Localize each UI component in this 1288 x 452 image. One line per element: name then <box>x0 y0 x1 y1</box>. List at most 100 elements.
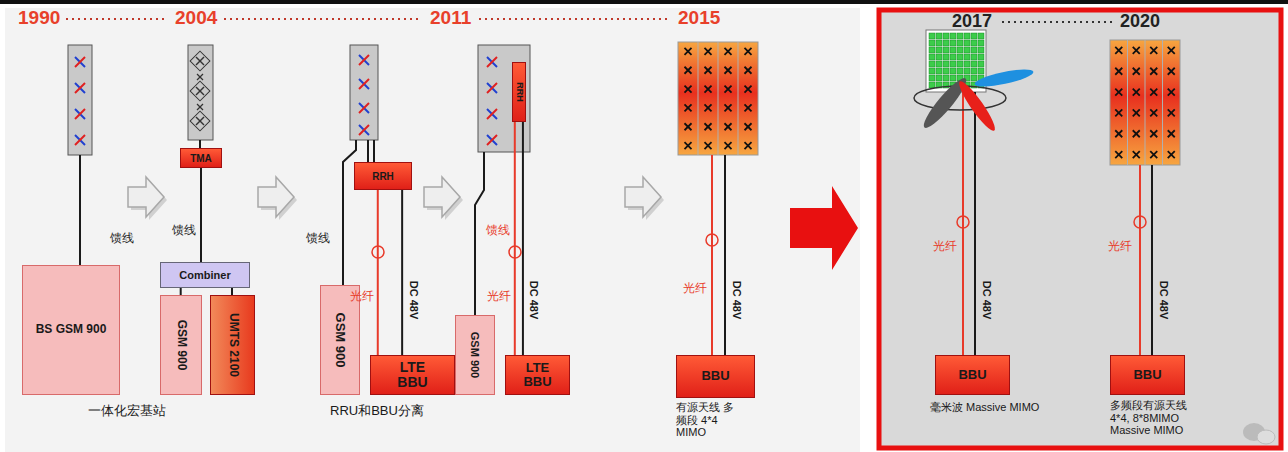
dipole-mark <box>359 125 369 135</box>
node-text: BS GSM 900 <box>36 323 107 336</box>
column-divider <box>718 42 719 155</box>
dipole-mark <box>75 109 85 119</box>
node-text: BBU <box>958 368 986 382</box>
year-label: 2017 <box>952 11 992 32</box>
dipole-mark <box>1150 89 1157 96</box>
column-divider <box>1162 40 1163 165</box>
dipole-mark <box>705 67 712 74</box>
dipole-mark <box>75 83 85 93</box>
array-element <box>964 40 970 46</box>
dipole-mark <box>75 135 85 145</box>
array-element <box>957 33 963 39</box>
stage-caption: 多频段有源天线 4*4, 8*8MIMO Massive MIMO <box>1110 399 1205 437</box>
node-text: RRH <box>372 171 394 182</box>
jumper-line <box>373 140 375 162</box>
combiner-box: Combiner <box>160 262 250 288</box>
stage-caption: 毫米波 Massive MIMO <box>930 401 1039 414</box>
dipole-diamond <box>190 111 210 131</box>
array-element <box>971 40 977 46</box>
dotted-line <box>66 18 166 20</box>
column-divider <box>738 42 739 155</box>
feeder-line <box>475 152 484 315</box>
dipole-mark <box>196 117 204 125</box>
dipole-mark <box>685 48 692 55</box>
array-element <box>929 54 935 60</box>
dipole-mark <box>705 123 712 130</box>
array-element <box>943 33 949 39</box>
node-text: GSM 900 <box>469 332 481 378</box>
dipole-mark <box>197 104 203 110</box>
dipole-mark <box>1133 89 1140 96</box>
dipole-mark <box>745 48 752 55</box>
line-label: DC 48V <box>1158 281 1171 320</box>
array-element <box>978 61 984 67</box>
dipole-mark <box>745 123 752 130</box>
antenna-panel <box>68 45 92 155</box>
column-divider <box>1145 40 1146 165</box>
stage-caption: RRU和BBU分离 <box>330 404 424 419</box>
array-element <box>929 40 935 46</box>
dipole-mark <box>75 135 85 145</box>
power-line <box>1151 165 1153 355</box>
array-element <box>971 47 977 53</box>
beam-lobe <box>973 66 1034 90</box>
year-label: 2011 <box>430 7 471 29</box>
dipole-mark <box>745 142 752 149</box>
array-element <box>929 61 935 67</box>
dipole-mark <box>1115 109 1122 116</box>
transition-arrow <box>258 177 294 217</box>
dipole-mark <box>1133 68 1140 75</box>
dipole-mark <box>685 142 692 149</box>
array-element <box>978 33 984 39</box>
array-element <box>929 47 935 53</box>
fiber-ring <box>1134 216 1146 228</box>
fiber-line <box>962 92 964 355</box>
dipole-mark <box>745 48 752 55</box>
connector <box>514 122 516 355</box>
array-element <box>950 61 956 67</box>
dipole-mark <box>487 83 497 93</box>
array-element <box>971 54 977 60</box>
array-element <box>936 61 942 67</box>
bbu-box: LTE BBU <box>370 355 455 395</box>
dipole-mark <box>359 103 369 113</box>
dipole-mark <box>745 104 752 111</box>
dotted-line <box>1002 21 1112 23</box>
array-element <box>936 75 942 81</box>
dipole-mark <box>1150 47 1157 54</box>
array-element <box>964 61 970 67</box>
dipole-mark <box>1115 151 1122 158</box>
dipole-mark <box>705 104 712 111</box>
umts-cabinet: UMTS 2100 <box>210 295 255 395</box>
dipole-mark <box>1115 130 1122 137</box>
dipole-mark <box>359 79 369 89</box>
year-label: 2004 <box>175 7 217 29</box>
right-panel <box>879 10 1281 448</box>
line-label: 馈线 <box>486 224 510 238</box>
dipole-mark <box>1168 68 1175 75</box>
wechat-mark <box>1243 423 1275 444</box>
dipole-mark <box>725 48 732 55</box>
column-divider <box>698 42 699 155</box>
gsm-cabinet: GSM 900 <box>160 295 202 395</box>
dipole-mark <box>1133 151 1140 158</box>
array-element <box>957 61 963 67</box>
line-label: 馈线 <box>110 232 134 246</box>
dipole-mark <box>1168 109 1175 116</box>
fiber-line <box>711 155 713 355</box>
dipole-mark <box>685 104 692 111</box>
dipole-mark <box>1168 130 1175 137</box>
connector <box>401 190 403 355</box>
dipole-mark <box>1150 151 1157 158</box>
dipole-mark <box>1150 109 1157 116</box>
bbu-box: BBU <box>935 355 1010 395</box>
array-element <box>929 82 935 88</box>
line-label: 光纤 <box>933 240 957 254</box>
dipole-mark <box>75 83 85 93</box>
dipole-mark <box>725 48 732 55</box>
dipole-mark <box>487 83 497 93</box>
array-element <box>957 68 963 74</box>
dipole-mark <box>725 104 732 111</box>
dipole-mark <box>745 67 752 74</box>
fiber-ring <box>706 234 718 246</box>
